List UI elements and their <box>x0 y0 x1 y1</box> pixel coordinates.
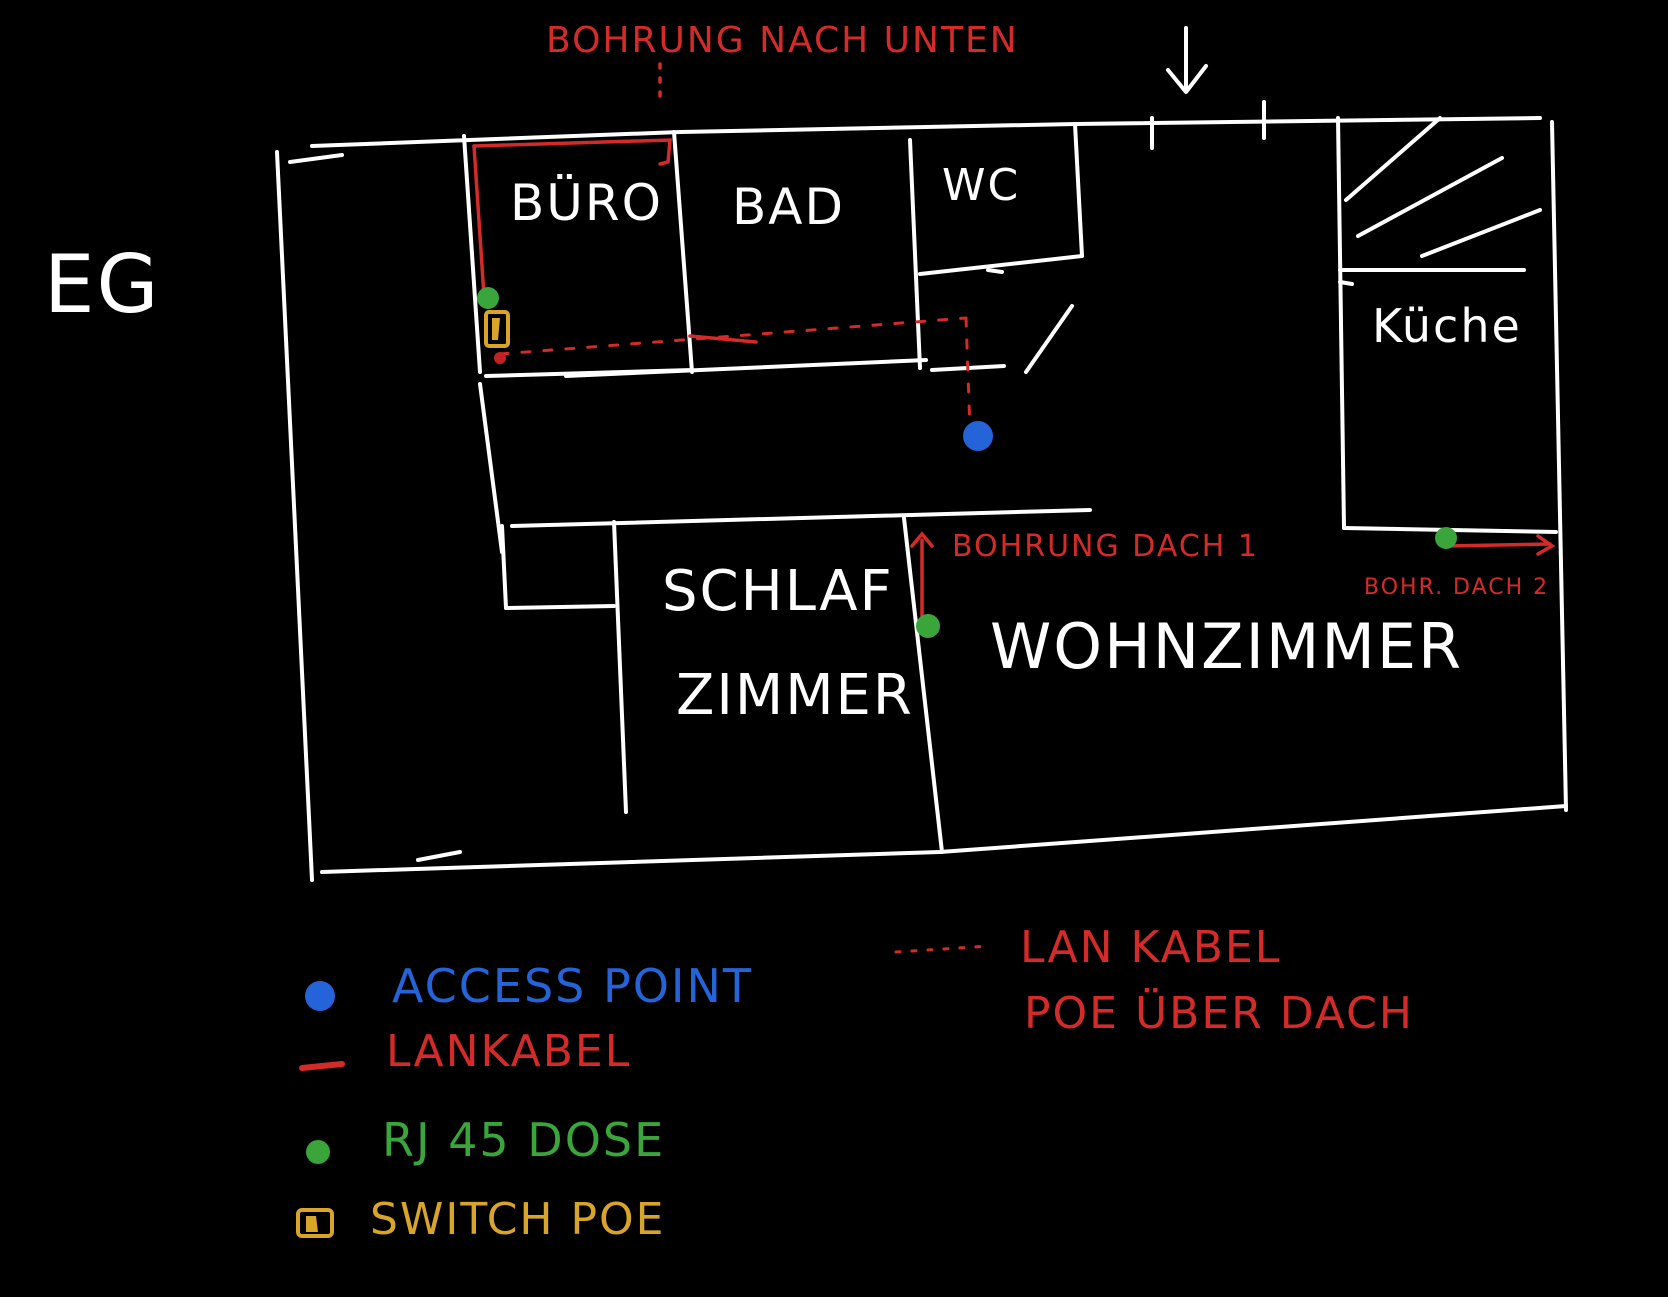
room-label-kueche: Küche <box>1372 299 1522 353</box>
legend-access-point-label: ACCESS POINT <box>392 959 753 1013</box>
legend-switch-icon-fill <box>306 1216 318 1232</box>
schlaf-right-wall <box>902 516 944 854</box>
walls <box>275 26 1568 882</box>
switch-poe-buero <box>484 310 510 348</box>
rj45-dose-buero <box>477 287 499 309</box>
legend-switch-label: SWITCH POE <box>370 1194 665 1245</box>
outer-wall-bottom <box>320 804 1568 874</box>
legend-access-point-icon <box>305 981 335 1011</box>
rj45-dose-wohnzimmer <box>916 614 940 638</box>
wc-door-swing <box>1024 304 1074 374</box>
legend-rj45-label: RJ 45 DOSE <box>382 1113 665 1167</box>
poe-cable-to-ap <box>964 316 972 432</box>
bad-wc-wall <box>908 138 922 370</box>
cable-buero-top <box>472 138 672 166</box>
room-label-bad: BAD <box>732 178 845 236</box>
red-marker-buero <box>494 352 506 364</box>
outer-wall-top <box>310 116 1542 148</box>
cable-buero-left <box>472 144 486 298</box>
outer-wall-bottom-left <box>416 850 462 862</box>
bad-bottom-wall <box>564 358 928 378</box>
top-arrow-head <box>1166 64 1208 94</box>
legend-lan-poe-icon <box>894 944 992 954</box>
wc-inner-wall <box>986 268 1004 274</box>
room-label-buero: BÜRO <box>510 174 663 232</box>
access-point-corridor <box>963 421 993 451</box>
wc-bottom-wall <box>918 254 1084 276</box>
cable-bad-segment <box>688 334 758 344</box>
switch-poe-buero-fill <box>492 318 500 340</box>
buero-wall-left <box>462 134 482 374</box>
cable-bohrung-dach-2 <box>1444 542 1552 548</box>
outer-wall-top-left <box>288 153 344 164</box>
legend-lan-poe-label-2: POE ÜBER DACH <box>1024 987 1414 1039</box>
rj45-dose-kueche <box>1435 527 1457 549</box>
devices <box>477 287 1457 638</box>
annotation-bohrung-unten: BOHRUNG NACH UNTEN <box>546 20 1019 61</box>
schlaf-left-wall <box>612 520 628 814</box>
legend-lankabel-icon <box>299 1061 345 1071</box>
outer-wall-left <box>275 150 314 882</box>
legend-lankabel-label: LANKABEL <box>386 1026 631 1077</box>
legend-rj45-icon <box>306 1140 330 1164</box>
hatched-area <box>1344 116 1542 258</box>
poe-cable-corridor <box>498 316 968 356</box>
floor-label: EG <box>44 238 161 331</box>
room-label-wc: WC <box>942 160 1020 211</box>
corridor-left-wall <box>478 382 504 554</box>
room-label-schlaf-2: ZIMMER <box>676 663 914 728</box>
kueche-inner-divider <box>1338 280 1354 286</box>
annotation-bohrung-dach-2: BOHR. DACH 2 <box>1364 575 1549 600</box>
legend: ACCESS POINT LANKABEL RJ 45 DOSE SWITCH … <box>296 922 1414 1245</box>
cable-bohrung-dach-1-arrow <box>910 531 934 548</box>
outer-wall-right <box>1550 120 1568 812</box>
cable-bohrung-dach-2-arrow <box>1536 534 1556 556</box>
legend-switch-icon <box>296 1208 334 1238</box>
wc-right-wall <box>1073 122 1084 258</box>
kueche-left-wall <box>1336 116 1346 530</box>
lan-cables <box>472 62 1556 618</box>
small-room-left <box>500 524 508 610</box>
lan-poe-cables <box>498 316 972 432</box>
buero-bad-wall <box>672 130 694 374</box>
legend-lan-poe-label-1: LAN KABEL <box>1020 922 1281 973</box>
annotation-bohrung-dach-1: BOHRUNG DACH 1 <box>952 529 1259 564</box>
room-label-schlaf-1: SCHLAF <box>662 559 894 624</box>
corridor-bottom-wall <box>510 508 1092 528</box>
labels: EG BÜRO BAD WC Küche SCHLAF ZIMMER WOHNZ… <box>44 20 1549 728</box>
room-label-wohnzimmer: WOHNZIMMER <box>990 610 1463 683</box>
small-room-bottom <box>504 604 616 610</box>
